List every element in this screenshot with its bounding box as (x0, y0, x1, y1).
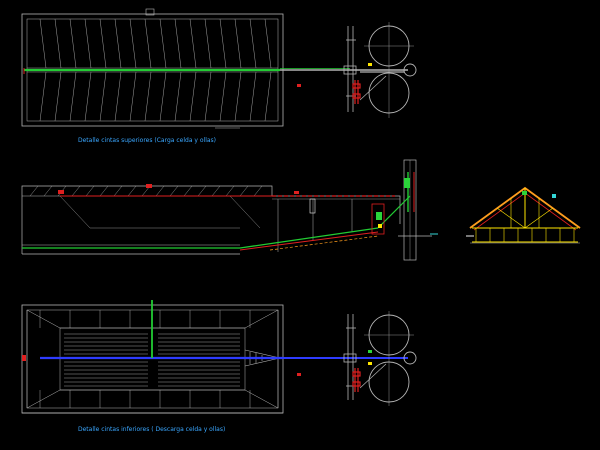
caption-upper: Detalle cintas superiores (Carga celda y… (78, 137, 216, 144)
silo-pair-upper (359, 22, 417, 118)
elevation-conveyors (22, 172, 438, 251)
red-equipment-upper (352, 80, 361, 104)
roof-cross-section (466, 186, 581, 244)
silo-pair-lower (359, 311, 417, 406)
entry-marker-upper (145, 8, 155, 16)
markers-upper (23, 63, 372, 87)
caption-lower: Detalle cintas inferiores ( Descarga cel… (78, 426, 225, 433)
red-equipment-lower (352, 368, 361, 392)
markers-lower (22, 350, 372, 376)
roof-trusses-upper (27, 18, 278, 122)
plan-view-upper (21, 8, 284, 129)
roof-slats-lower (39, 310, 251, 408)
